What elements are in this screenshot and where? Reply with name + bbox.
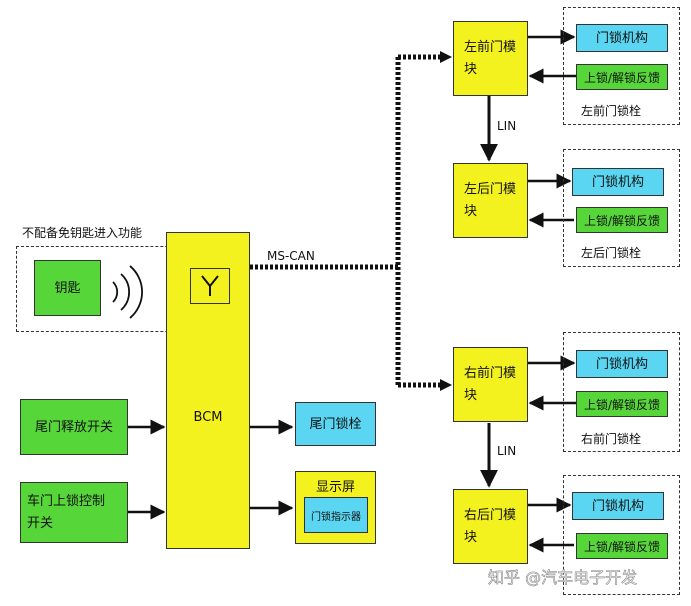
door-lock-group-rear-left [563,149,680,267]
lock-feedback-front-right: 上锁/解锁反馈 [576,391,668,417]
door-lock-group-front-left [563,7,680,125]
radio-wave-icon [112,265,143,319]
watermark: 知乎 @汽车电子开发 [488,568,638,588]
tailgate-release-switch: 尾门释放开关 [20,399,128,455]
door-module-label: 左前门模块 [464,39,517,77]
ms-can-bus [250,54,440,388]
door-module-front-right: 右前门模块 [453,347,528,422]
lock-actuator-rear-right: 门锁机构 [572,492,664,520]
lock-feedback-rear-right: 上锁/解锁反馈 [576,533,668,559]
lock-feedback-front-left: 上锁/解锁反馈 [576,64,668,90]
lock-actuator-front-left: 门锁机构 [576,24,668,52]
tailgate-latch-box: 尾门锁栓 [295,402,376,446]
door-module-rear-right: 右后门模块 [453,489,528,564]
door-lock-group-rear-right [563,475,680,595]
lock-actuator-front-right: 门锁机构 [576,350,668,378]
latch-label-rear-left: 左后门锁栓 [581,246,642,260]
door-lock-control-switch: 车门上锁控制开关 [20,482,128,543]
lin-label-right: LIN [497,444,517,458]
keyless-group-title: 不配备免钥匙进入功能 [22,226,143,240]
antenna-icon [201,275,219,296]
bcm-label: BCM [193,410,223,425]
latch-label-front-left: 左前门锁栓 [581,104,642,118]
door-lock-group-front-right [563,332,680,452]
door-module-label: 左后门模块 [464,181,517,219]
key-box: 钥匙 [34,260,101,316]
door-module-label: 右前门模块 [464,365,517,403]
door-module-label: 右后门模块 [464,507,517,545]
lock-actuator-rear-left: 门锁机构 [572,168,664,196]
lin-label-left: LIN [497,119,517,133]
ms-can-label: MS-CAN [267,249,315,263]
antenna-box [190,268,230,304]
door-lock-switch-label: 车门上锁控制开关 [27,493,106,531]
door-module-front-left: 左前门模块 [453,21,528,96]
lock-feedback-rear-left: 上锁/解锁反馈 [576,207,668,233]
door-module-rear-left: 左后门模块 [453,163,528,238]
latch-label-front-right: 右前门锁栓 [581,432,642,446]
display-screen-label: 显示屏 [315,480,355,495]
door-lock-indicator: 门锁指示器 [304,497,368,533]
